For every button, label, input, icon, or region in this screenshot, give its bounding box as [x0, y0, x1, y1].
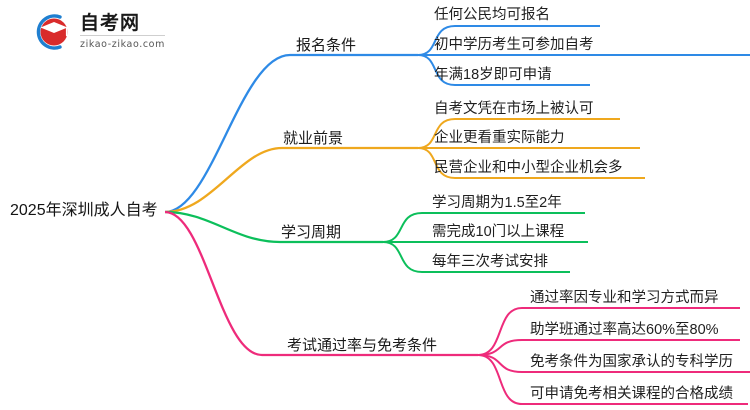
branch-node-2[interactable]: 就业前景	[283, 130, 344, 147]
graduation-book-icon	[30, 10, 74, 54]
branch-node-4[interactable]: 考试通过率与免考条件	[287, 337, 438, 354]
leaf-node-3-1[interactable]: 学习周期为1.5至2年	[432, 195, 562, 211]
leaf-node-2-1[interactable]: 自考文凭在市场上被认可	[434, 101, 594, 117]
leaf-node-4-3[interactable]: 免考条件为国家承认的专科学历	[530, 354, 733, 370]
leaf-node-2-3[interactable]: 民营企业和中小型企业机会多	[434, 160, 623, 176]
leaf-node-4-1[interactable]: 通过率因专业和学习方式而异	[530, 290, 719, 306]
mindmap-root-node[interactable]: 2025年深圳成人自考	[10, 202, 158, 219]
leaf-node-1-3[interactable]: 年满18岁即可申请	[434, 67, 552, 83]
leaf-node-1-1[interactable]: 任何公民均可报名	[434, 7, 550, 23]
leaf-node-3-2[interactable]: 需完成10门以上课程	[432, 224, 565, 240]
leaf-node-1-2[interactable]: 初中学历考生可参加自考	[434, 37, 594, 53]
leaf-node-4-2[interactable]: 助学班通过率高达60%至80%	[530, 322, 719, 338]
leaf-node-4-4[interactable]: 可申请免考相关课程的合格成绩	[530, 386, 733, 402]
branch-connector-4	[164, 210, 750, 405]
logo-url: zikao-zikao.com	[80, 38, 165, 50]
logo-mark-svg	[36, 14, 68, 50]
branch-node-1[interactable]: 报名条件	[296, 37, 357, 54]
site-logo: 自考网 zikao-zikao.com	[30, 8, 200, 56]
branch-node-3[interactable]: 学习周期	[281, 224, 342, 241]
branch-connector-1	[164, 25, 750, 214]
logo-title: 自考网	[80, 13, 165, 36]
leaf-node-2-2[interactable]: 企业更看重实际能力	[434, 130, 565, 146]
leaf-node-3-3[interactable]: 每年三次考试安排	[432, 254, 548, 270]
logo-text-block: 自考网 zikao-zikao.com	[80, 10, 165, 54]
